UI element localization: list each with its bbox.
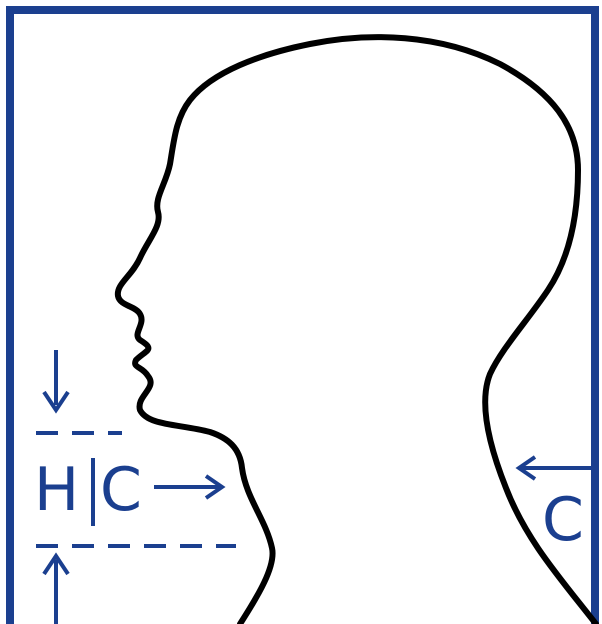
diagram-frame: [10, 10, 595, 624]
right-arrow-icon: [154, 476, 222, 498]
up-arrow-icon: [44, 556, 68, 624]
h-label: H: [34, 455, 79, 525]
head-profile-outline: [118, 37, 596, 624]
left-arrow-icon: [519, 457, 592, 479]
left-c-label: C: [100, 455, 142, 525]
down-arrow-icon: [44, 350, 68, 410]
right-c-label: C: [542, 485, 584, 555]
